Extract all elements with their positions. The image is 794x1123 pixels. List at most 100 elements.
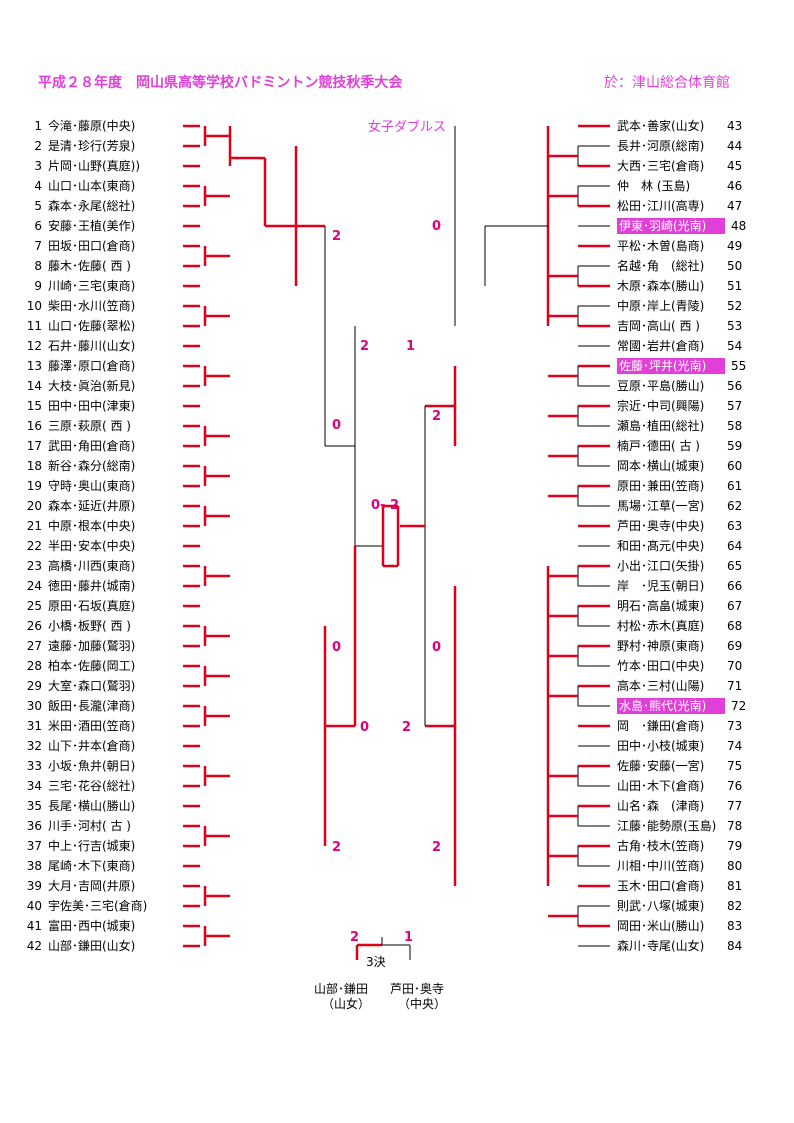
player-name: 大月･吉岡(井原) xyxy=(48,879,136,893)
player-entry: 明石･高畠(城東)67 xyxy=(617,598,747,614)
player-name: 芦田･奥寺(中央) xyxy=(617,519,705,533)
player-name: 片岡･山野(真庭)) xyxy=(48,159,141,173)
seed-number: 11 xyxy=(26,319,42,333)
seed-number: 67 xyxy=(727,599,743,613)
player-entry: 常國･岩井(倉商)54 xyxy=(617,338,747,354)
seed-number: 4 xyxy=(34,179,42,193)
seed-number: 75 xyxy=(727,759,743,773)
seed-number: 26 xyxy=(26,619,42,633)
player-name: 小坂･魚井(朝日) xyxy=(48,759,136,773)
player-entry: 芦田･奥寺(中央)63 xyxy=(617,518,747,534)
third-right-school: （中央） xyxy=(398,997,447,1011)
player-entry: 岡本･横山(城東)60 xyxy=(617,458,747,474)
player-entry: 佐藤･安藤(一宮)75 xyxy=(617,758,747,774)
seed-number: 78 xyxy=(727,819,743,833)
venue-label: 於：津山総合体育館 xyxy=(604,75,730,91)
seed-number: 27 xyxy=(26,639,42,653)
third-score-left: 2 xyxy=(350,930,360,945)
third-place-label: 3決 xyxy=(366,955,386,969)
third-right-name: 芦田･奥寺 xyxy=(390,982,445,996)
seed-number: 49 xyxy=(727,239,743,253)
player-name: 木原･森本(勝山) xyxy=(617,279,705,293)
seed-number: 6 xyxy=(34,219,42,233)
seed-number: 36 xyxy=(26,819,42,833)
seed-number: 76 xyxy=(727,779,743,793)
player-name: 中原･岸上(青陵) xyxy=(617,299,705,313)
player-name: 吉岡･高山( 西 ) xyxy=(617,319,700,333)
player-entry: 豆原･平島(勝山)56 xyxy=(617,378,747,394)
seed-number: 43 xyxy=(727,119,743,133)
seed-number: 8 xyxy=(34,259,42,273)
player-name: 石井･藤川(山女) xyxy=(48,339,136,353)
player-name: 松田･江川(高専) xyxy=(617,199,705,213)
player-entry: 野村･神原(東商)69 xyxy=(617,638,747,654)
score-label: 0 xyxy=(332,418,342,433)
player-name: 川相･中川(笠商) xyxy=(617,859,705,873)
player-entry: 岡 ･鎌田(倉商)73 xyxy=(617,718,747,734)
score-label: 2 xyxy=(332,840,342,855)
score-label: 2 xyxy=(432,409,442,424)
seed-number: 84 xyxy=(727,939,743,953)
seed-number: 79 xyxy=(727,839,743,853)
player-name: 遠藤･加藤(鷲羽) xyxy=(48,639,136,653)
player-entry: 長井･河原(総南)44 xyxy=(617,138,747,154)
player-entry: 高本･三村(山陽)71 xyxy=(617,678,747,694)
player-entry: 松田･江川(高専)47 xyxy=(617,198,747,214)
player-name: 大室･森口(鷲羽) xyxy=(48,679,136,693)
player-entry: 小出･江口(矢掛)65 xyxy=(617,558,747,574)
seed-number: 59 xyxy=(727,439,743,453)
seed-number: 65 xyxy=(727,559,743,573)
seed-number: 19 xyxy=(26,479,42,493)
player-name: 柏本･佐藤(岡工) xyxy=(48,659,136,673)
player-name: 中上･行吉(城東) xyxy=(48,839,136,853)
player-entry: 江藤･能勢原(玉島)78 xyxy=(617,818,747,834)
player-entry: 伊東･羽崎(光南)48 xyxy=(617,218,751,234)
player-entry: 仲 林 (玉島)46 xyxy=(617,178,747,194)
player-name: 玉木･田口(倉商) xyxy=(617,879,705,893)
seed-number: 1 xyxy=(34,119,42,133)
player-entry: 中原･岸上(青陵)52 xyxy=(617,298,747,314)
player-name: 安藤･王植(美作) xyxy=(48,219,136,233)
player-name: 山田･木下(倉商) xyxy=(617,779,705,793)
seed-number: 13 xyxy=(26,359,42,373)
event-label: 女子ダブルス xyxy=(368,120,447,135)
seed-number: 20 xyxy=(26,499,42,513)
seed-number: 61 xyxy=(727,479,743,493)
seed-number: 38 xyxy=(26,859,42,873)
player-name: 宇佐美･三宅(倉商) xyxy=(48,899,148,913)
seed-number: 28 xyxy=(26,659,42,673)
score-label: 2 xyxy=(360,339,370,354)
player-entry: 古角･枝木(笠商)79 xyxy=(617,838,747,854)
page-title: 平成２８年度 岡山県高等学校バドミントン競技秋季大会 xyxy=(38,75,403,91)
final-score: 0- 2 xyxy=(371,498,400,513)
seed-number: 5 xyxy=(34,199,42,213)
player-name: 伊東･羽崎(光南) xyxy=(617,218,725,234)
seed-number: 53 xyxy=(727,319,743,333)
player-name: 尾崎･木下(東商) xyxy=(48,859,136,873)
player-name: 徳田･藤井(城南) xyxy=(48,579,136,593)
seed-number: 17 xyxy=(26,439,42,453)
score-label: 2 xyxy=(432,840,442,855)
player-entry: 川相･中川(笠商)80 xyxy=(617,858,747,874)
player-name: 長井･河原(総南) xyxy=(617,139,705,153)
player-name: 今滝･藤原(中央) xyxy=(48,119,136,133)
seed-number: 30 xyxy=(26,699,42,713)
player-entry: 田中･小枝(城東)74 xyxy=(617,738,747,754)
seed-number: 74 xyxy=(727,739,743,753)
seed-number: 7 xyxy=(34,239,42,253)
player-name: 川崎･三宅(東商) xyxy=(48,279,136,293)
player-name: 岡 ･鎌田(倉商) xyxy=(617,719,705,733)
player-name: 守時･奥山(東商) xyxy=(48,479,136,493)
seed-number: 70 xyxy=(727,659,743,673)
seed-number: 50 xyxy=(727,259,743,273)
player-entry: 宗近･中司(興陽)57 xyxy=(617,398,747,414)
